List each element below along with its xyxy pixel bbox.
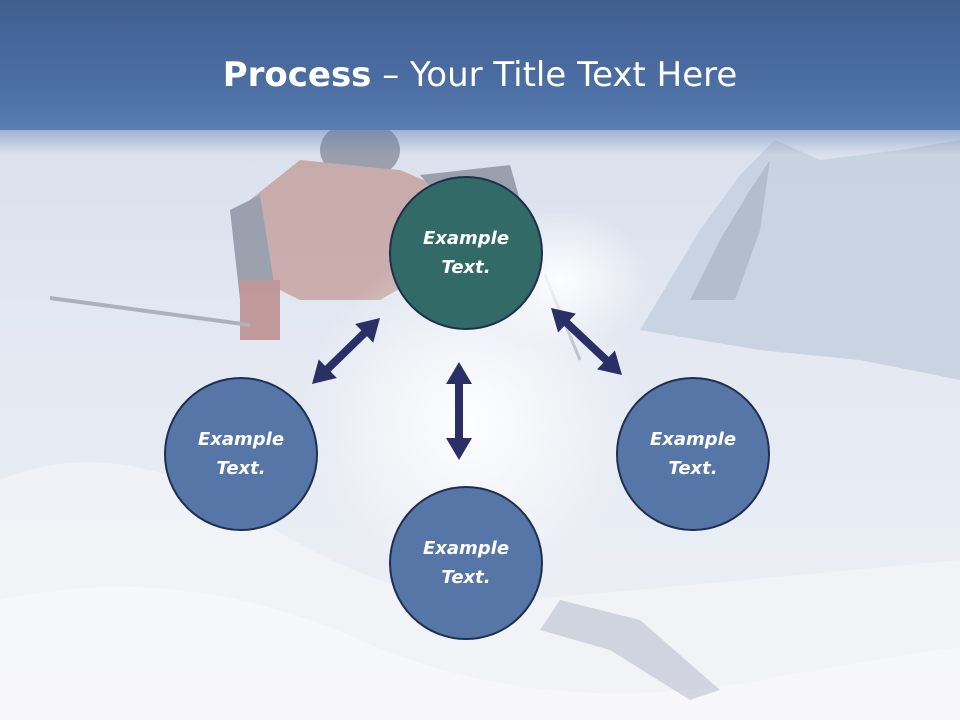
node-top: Example Text. [389,176,543,330]
node-bottom-label: Example Text. [422,538,510,588]
arrow-top-right [551,308,622,375]
title-band-fade [0,125,960,155]
node-left: Example Text. [164,377,318,531]
title-band [0,0,960,130]
node-bottom: Example Text. [389,486,543,640]
node-right-label: Example Text. [649,429,737,479]
title-rest: – Your Title Text Here [371,55,738,95]
node-top-label: Example Text. [422,228,510,278]
node-right: Example Text. [616,377,770,531]
node-left-label: Example Text. [197,429,285,479]
arrow-top-bottom [446,362,472,460]
arrows [312,308,622,460]
arrow-top-left [312,318,380,384]
slide-title: Process – Your Title Text Here [0,52,960,98]
title-bold: Process [222,55,372,95]
